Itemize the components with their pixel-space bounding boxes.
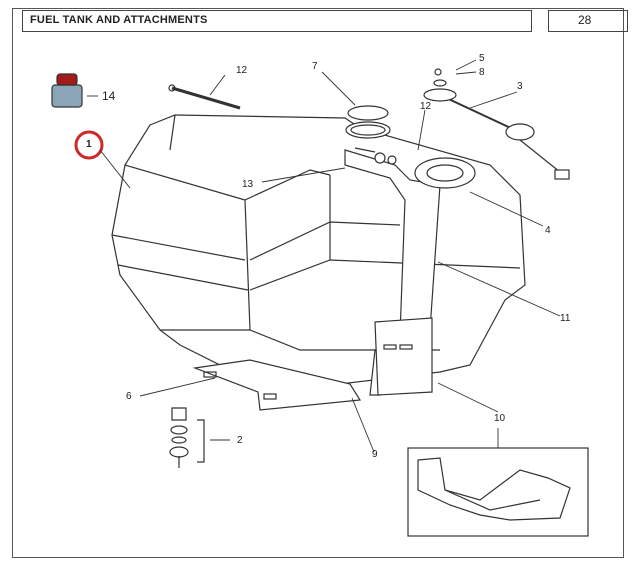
callout-5: 5 [479,53,485,64]
callout-14: 14 [102,89,116,103]
callout-12-b: 12 [420,101,432,112]
filler-cap [347,105,389,121]
highlight-circle [74,130,104,160]
fuel-tank-body [111,114,526,391]
page-number: 28 [578,13,592,27]
mounting-bracket [374,317,433,396]
callout-9: 9 [372,449,378,460]
sender-unit-flange [414,157,476,189]
callout-13: 13 [242,179,254,190]
callout-2: 2 [237,435,243,446]
drain-plug-assembly [171,407,187,421]
callout-4: 4 [545,225,551,236]
sealant-jar-icon [51,84,83,108]
callout-11: 11 [560,313,571,324]
page-title: FUEL TANK AND ATTACHMENTS [30,14,208,26]
callout-1: 1 [86,139,92,150]
tank-support-bracket [192,359,362,411]
callout-7: 7 [312,61,318,72]
callout-10: 10 [494,413,506,424]
tank-front-face [124,164,251,331]
title-box [22,10,532,32]
callout-12: 12 [236,65,248,76]
float-arm [439,94,516,131]
leader-lines [87,59,561,453]
page-number-box [548,10,628,32]
drawing-frame [12,8,624,558]
callout-6: 6 [126,391,132,402]
callout-8: 8 [479,67,485,78]
callout-3: 3 [517,81,523,92]
retaining-rod [171,86,241,110]
detail-inset-box [407,447,589,537]
